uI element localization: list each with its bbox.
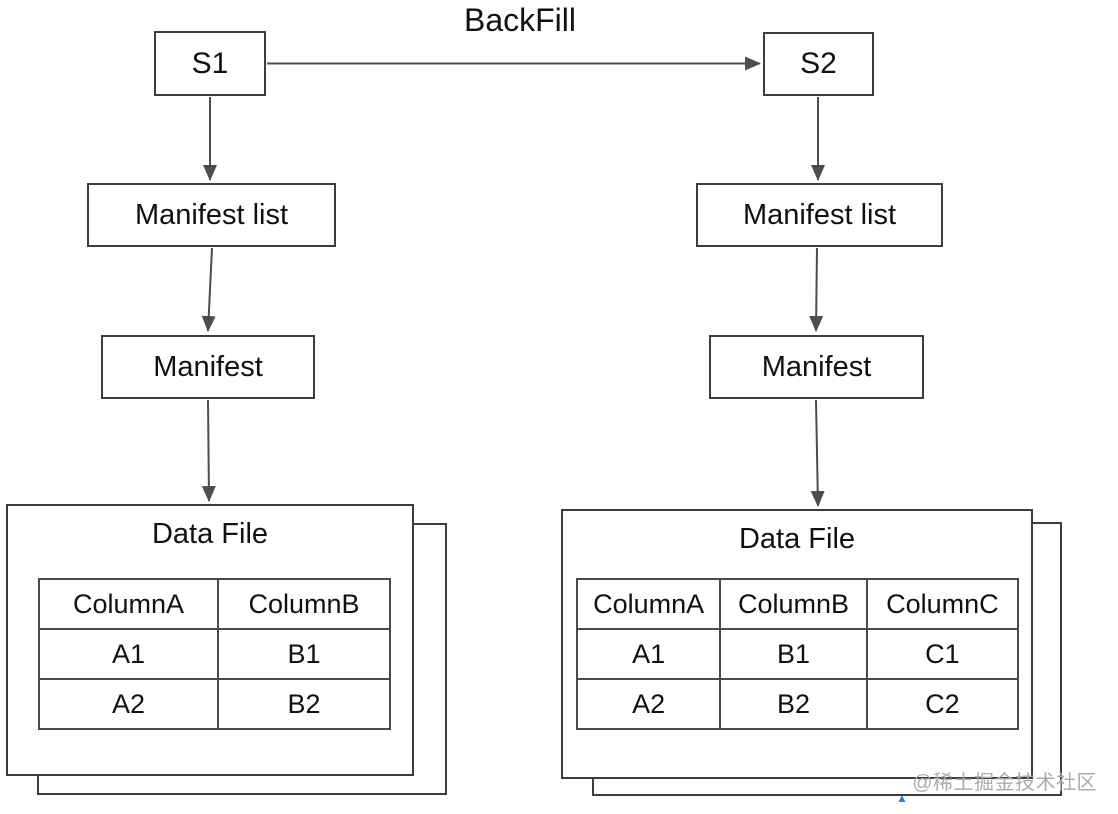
- data-file-left: Data File ColumnA ColumnB A1 B1 A2 B2: [6, 504, 414, 776]
- arrow-manifest-to-data-file-right: [810, 399, 825, 507]
- table-cell: A1: [575, 628, 722, 680]
- table-cell: C2: [865, 678, 1020, 730]
- table-cell: B2: [217, 678, 391, 730]
- blue-pointer-icon: ▲: [896, 791, 908, 805]
- node-manifest-list-right: Manifest list: [696, 183, 943, 247]
- table-row: A2 B2 C2: [575, 678, 1020, 730]
- table-header-cell: ColumnA: [575, 578, 722, 630]
- node-s2: S2: [763, 32, 874, 96]
- table-header-cell: ColumnA: [38, 578, 219, 630]
- data-file-right: Data File ColumnA ColumnB ColumnC A1 B1 …: [561, 509, 1033, 779]
- arrow-manifest-to-data-file-left: [201, 399, 216, 502]
- table-row: A2 B2: [38, 678, 391, 730]
- table-header-cell: ColumnB: [217, 578, 391, 630]
- node-manifest-right: Manifest: [709, 335, 924, 399]
- table-cell: C1: [865, 628, 1020, 680]
- table-cell: A2: [575, 678, 722, 730]
- table-row: A1 B1 C1: [575, 628, 1020, 680]
- node-s1: S1: [154, 31, 266, 96]
- table-cell: B2: [719, 678, 868, 730]
- arrow-manifest-list-to-manifest-right: [809, 247, 824, 332]
- table-header-row: ColumnA ColumnB: [38, 578, 391, 630]
- table-row: A1 B1: [38, 628, 391, 680]
- arrow-manifest-list-to-manifest-left: [201, 247, 216, 332]
- table-header-row: ColumnA ColumnB ColumnC: [575, 578, 1020, 630]
- node-manifest-left: Manifest: [101, 335, 315, 399]
- data-file-title-right: Data File: [738, 523, 856, 555]
- table-cell: A1: [38, 628, 219, 680]
- table-header-cell: ColumnB: [719, 578, 868, 630]
- data-file-title-left: Data File: [151, 518, 269, 550]
- data-file-table-right: ColumnA ColumnB ColumnC A1 B1 C1 A2 B2 C…: [575, 578, 1020, 730]
- table-cell: B1: [217, 628, 391, 680]
- watermark: @稀土掘金技术社区: [912, 772, 1097, 794]
- node-manifest-list-left: Manifest list: [87, 183, 336, 247]
- table-cell: B1: [719, 628, 868, 680]
- data-file-table-left: ColumnA ColumnB A1 B1 A2 B2: [38, 578, 391, 730]
- table-cell: A2: [38, 678, 219, 730]
- diagram-title: BackFill: [463, 2, 576, 38]
- table-header-cell: ColumnC: [865, 578, 1020, 630]
